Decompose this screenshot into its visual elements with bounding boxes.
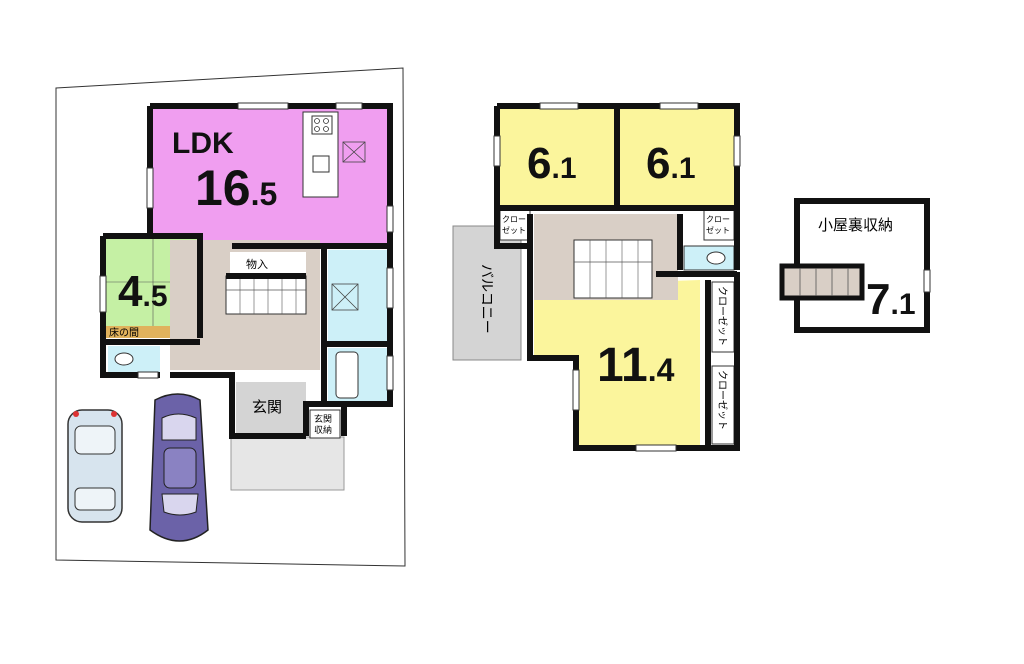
attic-size: 7.1 <box>866 275 916 324</box>
closet-long-b-label: クローゼット <box>716 370 728 430</box>
washitsu-size: 4.5 <box>118 267 168 316</box>
closet-small-b-label-1: クロー <box>706 215 730 224</box>
windows-2f <box>493 102 741 452</box>
room-b-size: 6.1 <box>646 139 696 188</box>
bathtub-icon <box>335 351 359 399</box>
closet-long-a-label: クローゼット <box>716 286 728 346</box>
ldk-size: 16.5 <box>195 160 277 216</box>
ldk-label: LDK <box>172 127 234 160</box>
closet-small-b-label-2: ゼット <box>706 225 730 235</box>
toilet-icon <box>114 352 134 366</box>
stove-icon <box>311 115 333 135</box>
sink-icon <box>312 155 330 173</box>
stair-1f <box>225 275 307 315</box>
room-a-size: 6.1 <box>527 139 577 188</box>
attic-ladder <box>779 263 865 301</box>
genkan-storage <box>309 409 341 439</box>
stair-2f <box>573 239 653 299</box>
washer-space <box>331 283 359 311</box>
genkan-storage-label-2: 収納 <box>314 424 332 436</box>
fridge-space <box>342 141 366 163</box>
ldk-room <box>150 106 390 246</box>
genkan <box>236 382 306 434</box>
attic-label: 小屋裏収納 <box>818 216 893 234</box>
storage-label: 物入 <box>246 257 268 271</box>
windows-1f <box>99 102 394 391</box>
room-c <box>534 280 700 446</box>
room-a <box>500 108 615 206</box>
closet-small-a-label-2: ゼット <box>502 225 526 235</box>
tokonoma-label: 床の間 <box>109 326 139 339</box>
car-purple <box>149 393 209 542</box>
genkan-storage-label-1: 玄関 <box>314 413 332 425</box>
balcony-label: バルコニー <box>478 264 494 334</box>
toilet-2f-icon <box>706 251 726 265</box>
genkan-label: 玄関 <box>252 398 282 416</box>
lot-boundary <box>55 67 406 567</box>
attic-window <box>923 269 931 293</box>
closet-small-a-label-1: クロー <box>502 215 526 224</box>
closet-small-b <box>703 209 735 241</box>
car-white <box>67 409 123 523</box>
storage-1f <box>230 252 306 274</box>
room-c-size: 11.4 <box>597 339 675 392</box>
entry-porch <box>230 436 345 491</box>
room-b <box>619 108 734 206</box>
